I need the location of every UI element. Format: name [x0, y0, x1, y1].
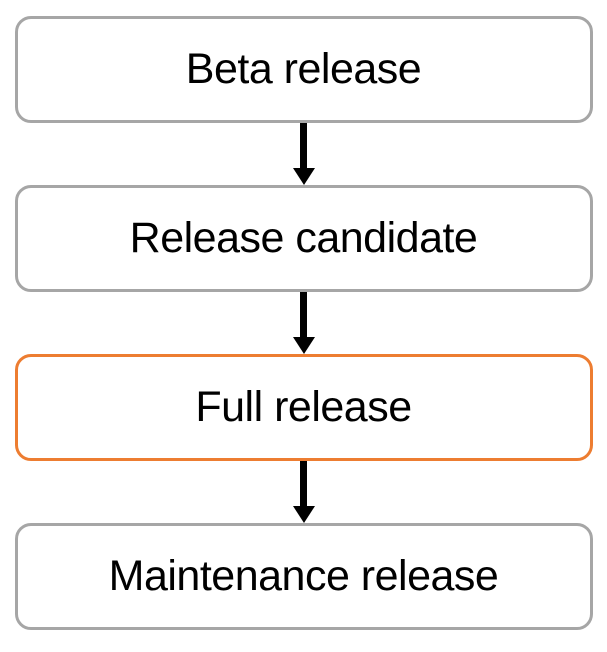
flow-node-label: Release candidate: [129, 214, 478, 262]
down-arrow-icon: [292, 461, 315, 523]
arrow-shaft: [300, 461, 307, 506]
arrow-head: [292, 506, 315, 523]
flow-node-beta-release: Beta release: [14, 16, 593, 123]
arrow-shaft: [300, 292, 307, 337]
flow-node-release-candidate: Release candidate: [14, 185, 593, 292]
down-arrow-icon: [292, 123, 315, 185]
flow-node-label: Beta release: [185, 45, 422, 93]
arrow-head: [292, 337, 315, 354]
arrow-head: [292, 168, 315, 185]
flow-node-label: Full release: [195, 383, 412, 431]
flow-node-maintenance-release: Maintenance release: [14, 523, 593, 630]
flow-node-full-release: Full release: [14, 354, 593, 461]
flow-node-label: Maintenance release: [108, 552, 499, 600]
down-arrow-icon: [292, 292, 315, 354]
arrow-shaft: [300, 123, 307, 168]
